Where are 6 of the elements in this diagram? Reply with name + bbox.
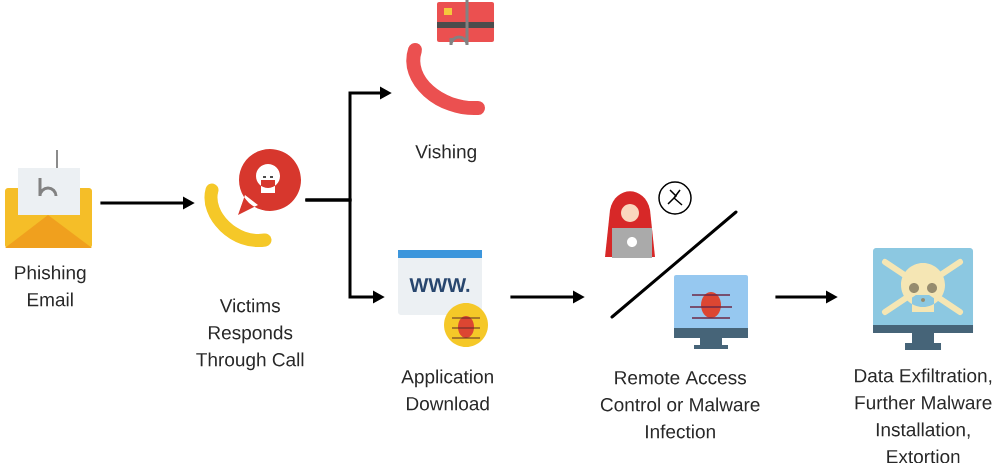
step-label: Victims Responds Through Call xyxy=(196,298,304,371)
step-label: Application Download xyxy=(401,369,493,411)
step-label: Remote Access Control or Malware Infection xyxy=(600,371,760,439)
step-label: Vishing xyxy=(415,144,476,163)
step-label: Data Exfiltration, Further Malware Installation, Extortion xyxy=(855,368,992,463)
step-label: Phishing Email xyxy=(15,265,86,307)
